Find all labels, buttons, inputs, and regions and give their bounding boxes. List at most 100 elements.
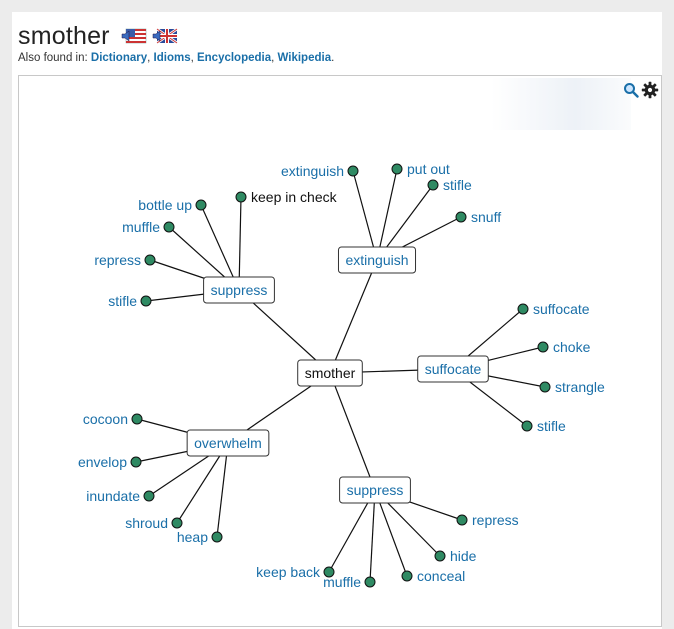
group-node-box bbox=[417, 355, 489, 383]
leaf-node[interactable]: repress bbox=[94, 252, 156, 268]
leaf-label: bottle up bbox=[138, 197, 192, 213]
leaf-node[interactable]: suffocate bbox=[517, 301, 590, 317]
center-node-box bbox=[297, 359, 363, 387]
graph-edge bbox=[329, 372, 376, 491]
leaf-dot bbox=[455, 211, 467, 223]
leaf-node[interactable]: keep in check bbox=[235, 189, 338, 205]
leaf-label: stifle bbox=[443, 177, 472, 193]
us-pronunciation-button[interactable] bbox=[121, 28, 147, 44]
also-found-suffix: . bbox=[331, 52, 335, 64]
graph-edge bbox=[352, 170, 378, 261]
graph-edge bbox=[376, 168, 398, 261]
leaf-dot bbox=[427, 179, 439, 191]
leaf-node[interactable]: choke bbox=[537, 339, 591, 355]
leaf-dot bbox=[521, 420, 533, 432]
leaf-label: keep back bbox=[256, 564, 321, 580]
word-graph-canvas: bottle up keep in check muffle repress stifl… bbox=[78, 161, 605, 590]
leaf-node[interactable]: hide bbox=[434, 548, 477, 564]
headword-title: smother bbox=[18, 21, 110, 50]
leaf-node[interactable]: envelop bbox=[78, 454, 142, 470]
group-node-label: extinguish bbox=[345, 252, 408, 268]
leaf-label: repress bbox=[472, 512, 519, 528]
link-encyclopedia[interactable]: Encyclopedia bbox=[196, 52, 272, 64]
leaf-dot bbox=[140, 295, 152, 307]
leaf-dot bbox=[391, 163, 403, 175]
graph-edge bbox=[238, 289, 331, 374]
leaf-node[interactable]: snuff bbox=[455, 209, 501, 225]
group-node[interactable]: suppress bbox=[339, 476, 411, 504]
leaf-label: heap bbox=[177, 529, 208, 545]
graph-edge bbox=[328, 489, 376, 573]
leaf-label: cocoon bbox=[83, 411, 128, 427]
leaf-node[interactable]: strangle bbox=[539, 379, 605, 395]
leaf-label: snuff bbox=[471, 209, 501, 225]
title-row: smother bbox=[18, 20, 178, 52]
graph-edge bbox=[374, 489, 408, 577]
group-node-box bbox=[186, 429, 270, 457]
leaf-node[interactable]: stifle bbox=[108, 293, 152, 309]
separator: , bbox=[271, 52, 278, 64]
leaf-label: stifle bbox=[537, 418, 566, 434]
leaf-dot bbox=[143, 490, 155, 502]
leaf-label: put out bbox=[407, 161, 450, 177]
group-node-label: suffocate bbox=[425, 361, 482, 377]
uk-pronunciation-button[interactable] bbox=[152, 28, 178, 44]
graph-edge bbox=[238, 196, 242, 291]
group-node-label: suppress bbox=[211, 282, 268, 298]
leaf-label: choke bbox=[553, 339, 591, 355]
center-node[interactable]: smother bbox=[297, 359, 363, 387]
gear-icon[interactable] bbox=[641, 81, 659, 99]
leaf-node[interactable]: stifle bbox=[521, 418, 566, 434]
page: smother bbox=[12, 12, 662, 629]
link-wikipedia[interactable]: Wikipedia bbox=[277, 52, 332, 64]
leaf-label: repress bbox=[94, 252, 141, 268]
leaf-label: muffle bbox=[122, 219, 160, 235]
group-node-box bbox=[203, 276, 275, 304]
leaf-dot bbox=[401, 570, 413, 582]
leaf-label: strangle bbox=[555, 379, 605, 395]
leaf-label: inundate bbox=[86, 488, 140, 504]
leaf-dot bbox=[537, 341, 549, 353]
magnifier-icon[interactable] bbox=[623, 82, 639, 98]
leaf-dot bbox=[131, 413, 143, 425]
graph-overlay bbox=[491, 78, 631, 130]
group-node-box bbox=[339, 476, 411, 504]
graph-edge bbox=[329, 259, 378, 374]
leaf-dot bbox=[364, 576, 376, 588]
group-node-label: suppress bbox=[347, 482, 404, 498]
group-node[interactable]: extinguish bbox=[337, 246, 417, 274]
leaf-node[interactable]: conceal bbox=[401, 568, 465, 584]
link-dictionary[interactable]: Dictionary bbox=[90, 52, 148, 64]
leaf-label: muffle bbox=[323, 574, 361, 590]
leaf-dot bbox=[347, 165, 359, 177]
leaf-node[interactable]: bottle up bbox=[138, 197, 207, 213]
leaf-node[interactable]: shroud bbox=[125, 515, 183, 531]
leaf-node[interactable]: put out bbox=[391, 161, 450, 177]
thesaurus-graph[interactable]: bottle up keep in check muffle repress stifl… bbox=[18, 75, 662, 627]
leaf-node[interactable]: cocoon bbox=[83, 411, 143, 427]
leaf-node[interactable]: muffle bbox=[122, 219, 175, 235]
group-node[interactable]: suppress bbox=[203, 276, 275, 304]
leaf-node[interactable]: repress bbox=[456, 512, 519, 528]
leaf-node[interactable]: inundate bbox=[86, 488, 155, 504]
uk-flag-speaker-icon bbox=[152, 28, 178, 44]
group-node[interactable]: suffocate bbox=[417, 355, 489, 383]
leaf-label: suffocate bbox=[533, 301, 590, 317]
leaf-node[interactable]: keep back bbox=[256, 564, 335, 580]
leaf-node[interactable]: muffle bbox=[323, 574, 376, 590]
nodes: bottle up keep in check muffle repress stifl… bbox=[78, 161, 605, 590]
leaf-dot bbox=[171, 517, 183, 529]
leaf-node[interactable]: stifle bbox=[427, 177, 472, 193]
leaf-dot bbox=[539, 381, 551, 393]
group-node[interactable]: overwhelm bbox=[186, 429, 270, 457]
leaf-label: hide bbox=[450, 548, 477, 564]
leaf-node[interactable]: extinguish bbox=[281, 163, 359, 179]
group-node-label: overwhelm bbox=[194, 435, 262, 451]
leaf-label: keep in check bbox=[251, 189, 338, 205]
link-idioms[interactable]: Idioms bbox=[153, 52, 191, 64]
leaf-label: envelop bbox=[78, 454, 127, 470]
group-node-box bbox=[337, 246, 417, 274]
leaf-dot bbox=[163, 221, 175, 233]
us-flag-speaker-icon bbox=[121, 28, 147, 44]
leaf-node[interactable]: heap bbox=[177, 529, 223, 545]
